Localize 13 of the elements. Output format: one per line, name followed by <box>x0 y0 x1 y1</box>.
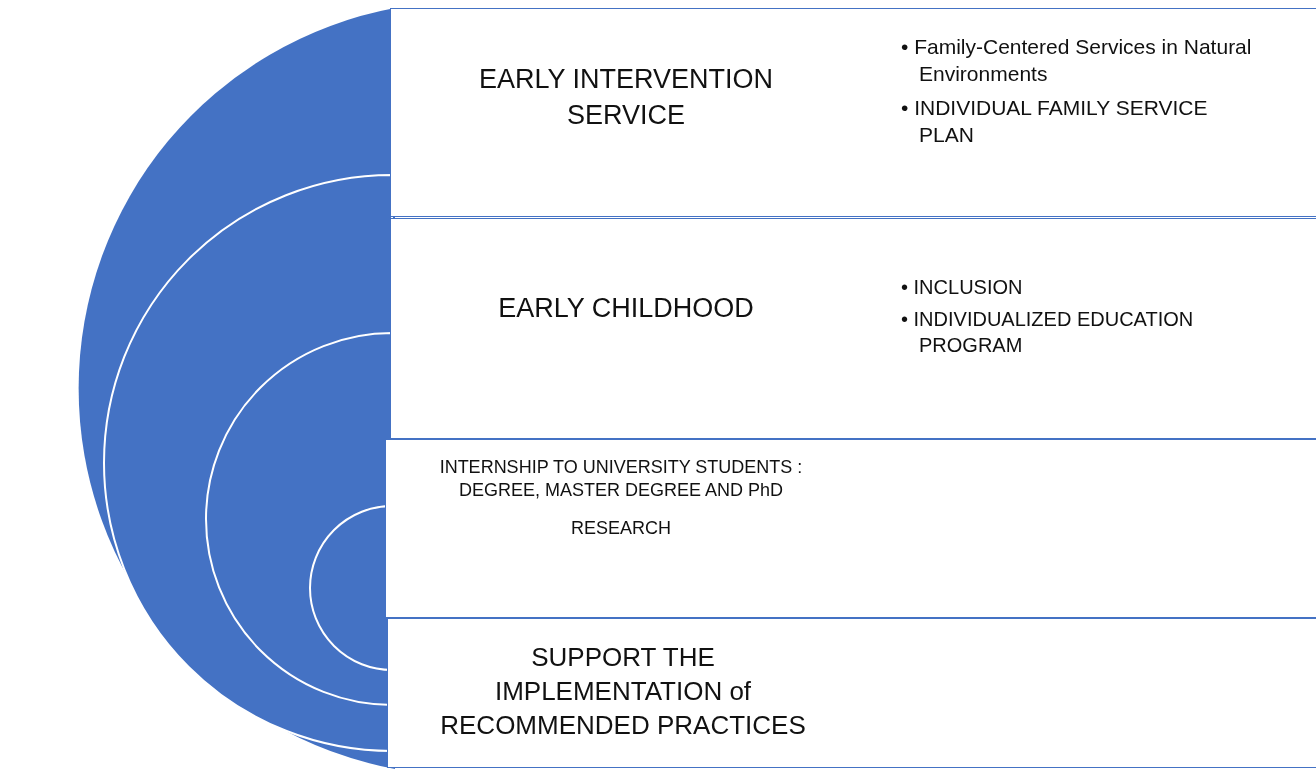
heading: SUPPORT THE IMPLEMENTATION of RECOMMENDED PRACTICES <box>439 641 807 742</box>
subheading: RESEARCH <box>571 516 671 540</box>
bullet-item: • Family-Centered Services in Natural Environments <box>901 34 1253 88</box>
text-box <box>390 8 1316 217</box>
text-box <box>390 218 1316 439</box>
heading: EARLY CHILDHOOD <box>498 291 754 325</box>
bullet-item: • INDIVIDUALIZED EDUCATION PROGRAM <box>901 307 1195 358</box>
bullet-item: • INCLUSION <box>901 275 1024 300</box>
text-box <box>387 618 1316 768</box>
bullet-item: • INDIVIDUAL FAMILY SERVICE PLAN <box>901 94 1209 148</box>
heading: EARLY INTERVENTION SERVICE <box>477 63 775 132</box>
heading: INTERNSHIP TO UNIVERSITY STUDENTS : DEGREE, MASTER DEGREE AND PhD <box>438 456 804 503</box>
text-box <box>385 439 1316 618</box>
